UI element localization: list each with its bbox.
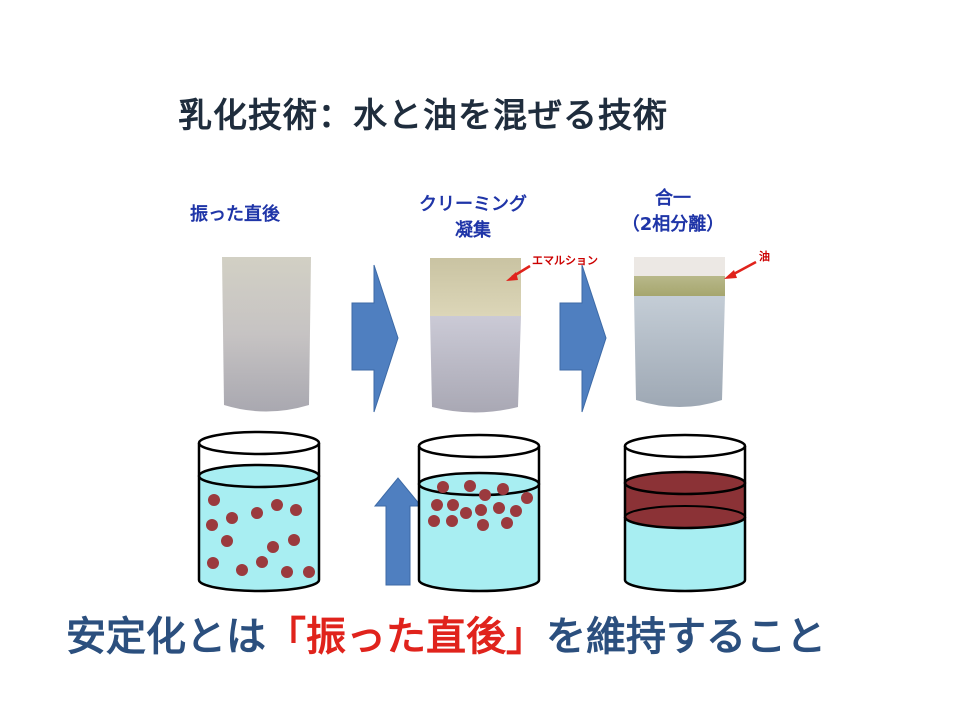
- oil-annotation-arrow: [724, 260, 757, 279]
- photo-coalescence: [630, 251, 729, 417]
- stage-1-label: 振った直後: [190, 202, 280, 228]
- stage-3-label-line1: 合一: [655, 188, 691, 209]
- beaker-separated: [623, 433, 747, 593]
- photo-creaming: [426, 251, 525, 417]
- footer-suffix: を維持すること: [546, 614, 826, 660]
- droplets-creamed: [428, 480, 533, 531]
- emulsion-annotation: エマルション: [532, 254, 598, 267]
- process-arrow-2: [559, 264, 607, 413]
- stage-3-label: 合一 （2相分離）: [608, 186, 738, 238]
- footer-statement: 安定化とは「振った直後」を維持すること: [66, 604, 826, 662]
- oil-annotation: 油: [759, 250, 770, 263]
- page-title: 乳化技術：水と油を混ぜる技術: [178, 96, 668, 136]
- stage-2-label-line1: クリーミング: [419, 194, 527, 215]
- emulsion-annotation-arrow: [506, 264, 531, 281]
- stage-3-label-line2: （2相分離）: [621, 214, 725, 235]
- beaker-dispersed: [197, 430, 321, 593]
- stage-2-label: クリーミング 凝集: [408, 192, 538, 244]
- droplets-dispersed: [206, 494, 315, 578]
- process-arrow-1: [351, 264, 399, 413]
- stage-2-label-line2: 凝集: [455, 220, 491, 241]
- footer-prefix: 安定化とは: [66, 614, 266, 660]
- photo-just-after-shaking: [217, 251, 316, 417]
- creaming-up-arrow: [373, 477, 423, 586]
- beaker-creaming: [417, 433, 541, 593]
- stage-1-label-text: 振った直後: [190, 204, 280, 225]
- footer-emphasis: 「振った直後」: [266, 614, 546, 660]
